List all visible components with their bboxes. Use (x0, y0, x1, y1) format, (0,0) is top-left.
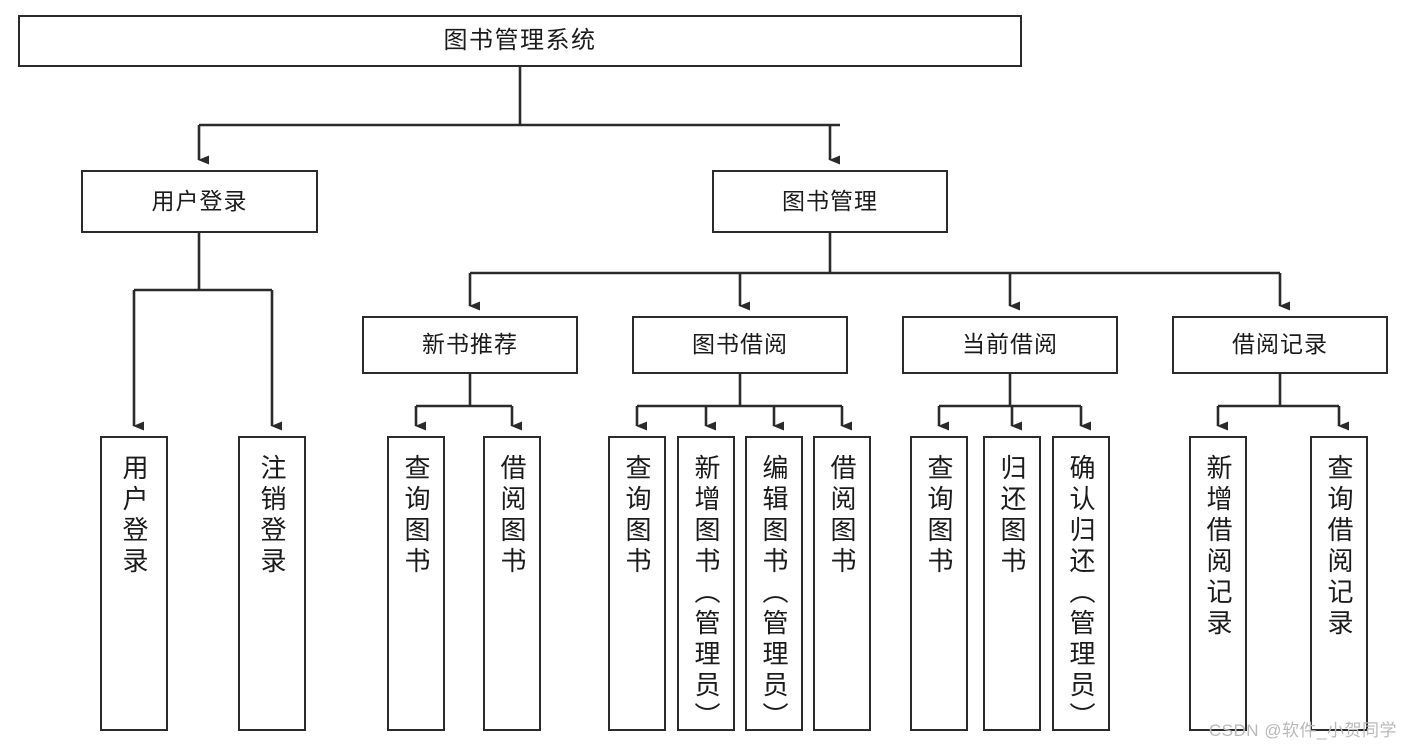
leaf-confirm-return-admin[interactable]: 确认归还（管理员） (1052, 436, 1110, 733)
node-label: 新增图书（管理员） (691, 454, 721, 733)
node-label: 确认归还（管理员） (1066, 454, 1096, 733)
node-label: 编辑图书（管理员） (759, 454, 789, 733)
leaf-edit-book-admin[interactable]: 编辑图书（管理员） (745, 436, 803, 733)
node-label: 图书借阅 (692, 331, 788, 358)
node-label: 用户登录 (151, 187, 248, 214)
leaf-borrow-book-recommend[interactable]: 借阅图书 (483, 436, 541, 731)
node-label: 查询图书 (924, 454, 954, 578)
node-label: 借阅图书 (827, 454, 857, 578)
leaf-query-book-recommend[interactable]: 查询图书 (387, 436, 445, 731)
node-root-system[interactable]: 图书管理系统 (18, 15, 1022, 67)
node-label: 归还图书 (997, 454, 1027, 578)
node-label: 当前借阅 (962, 331, 1058, 358)
node-label: 借阅图书 (497, 454, 527, 578)
node-label: 图书管理 (782, 187, 878, 214)
node-label: 借阅记录 (1232, 331, 1328, 358)
node-label: 查询借阅记录 (1324, 454, 1354, 640)
leaf-borrow-book[interactable]: 借阅图书 (813, 436, 871, 731)
node-current-borrow[interactable]: 当前借阅 (902, 316, 1118, 374)
node-label: 用户登录 (119, 454, 149, 578)
node-new-book-recommend[interactable]: 新书推荐 (362, 316, 578, 374)
leaf-query-book-borrow[interactable]: 查询图书 (608, 436, 666, 731)
node-label: 图书管理系统 (443, 26, 597, 54)
node-book-borrow[interactable]: 图书借阅 (632, 316, 848, 374)
leaf-add-book-admin[interactable]: 新增图书（管理员） (677, 436, 735, 733)
node-label: 新书推荐 (422, 331, 518, 358)
leaf-return-book[interactable]: 归还图书 (983, 436, 1041, 731)
leaf-add-borrow-record[interactable]: 新增借阅记录 (1189, 436, 1247, 731)
node-label: 新增借阅记录 (1203, 454, 1233, 640)
leaf-user-login[interactable]: 用户登录 (100, 436, 168, 731)
csdn-watermark: CSDN @软件_小贺同学 (1208, 721, 1397, 740)
node-user-login[interactable]: 用户登录 (81, 170, 318, 233)
node-label: 查询图书 (401, 454, 431, 578)
node-label: 查询图书 (622, 454, 652, 578)
node-book-management[interactable]: 图书管理 (712, 170, 948, 233)
leaf-logout-login[interactable]: 注销登录 (238, 436, 306, 731)
leaf-query-book-current[interactable]: 查询图书 (910, 436, 968, 731)
node-borrow-record[interactable]: 借阅记录 (1172, 316, 1388, 374)
node-label: 注销登录 (257, 454, 287, 578)
leaf-query-borrow-record[interactable]: 查询借阅记录 (1310, 436, 1368, 731)
